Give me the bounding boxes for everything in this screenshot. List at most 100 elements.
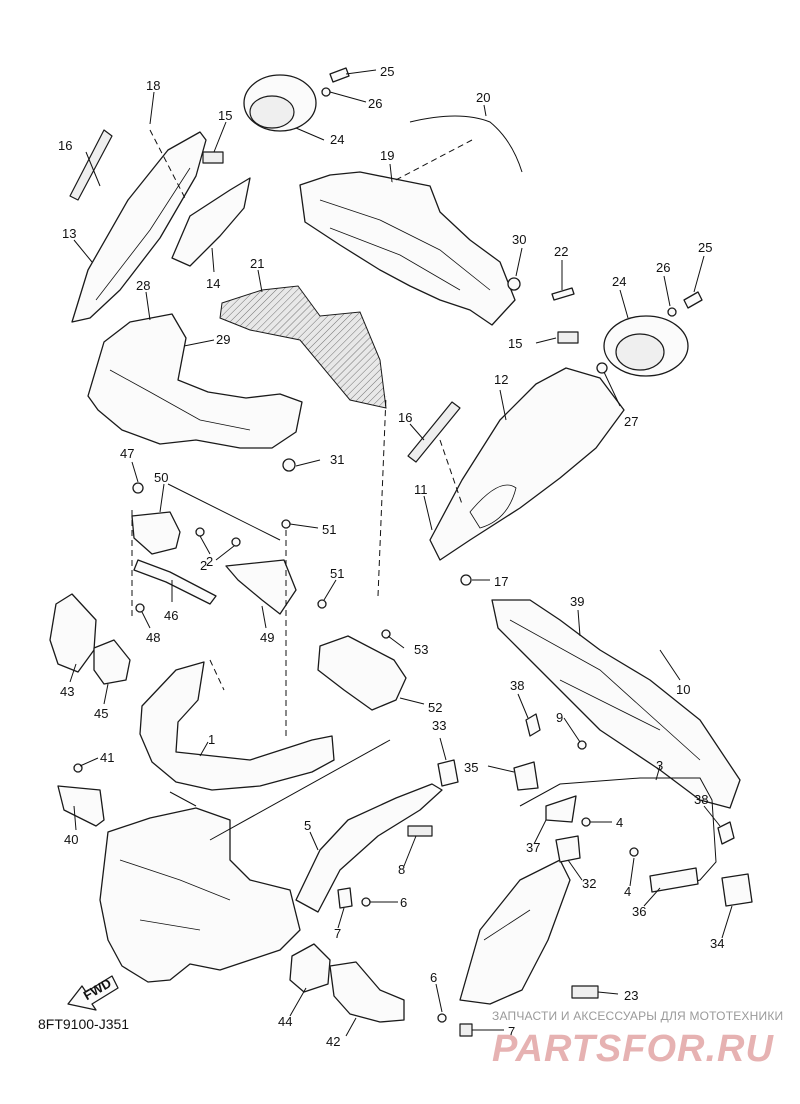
callout-48: 48 xyxy=(146,630,160,645)
part-51b-bolt xyxy=(317,599,327,609)
part-13-side-panel xyxy=(71,131,207,323)
part-47-bolt xyxy=(132,482,144,494)
drawing-code: 8FT9100-J351 xyxy=(38,1016,130,1032)
callout-4: 4 xyxy=(616,815,623,830)
part-shapes xyxy=(49,67,753,1037)
part-33-damper xyxy=(437,759,459,787)
callout-28: 28 xyxy=(136,278,150,293)
callout-25: 25 xyxy=(698,240,712,255)
callout-7: 7 xyxy=(334,926,341,941)
callout-15: 15 xyxy=(508,336,522,351)
callout-33: 33 xyxy=(432,718,446,733)
part-52-cover xyxy=(317,635,407,711)
callout-47: 47 xyxy=(120,446,134,461)
part-5-side-cover xyxy=(295,783,443,913)
callout-44: 44 xyxy=(278,1014,292,1029)
callout-49: 49 xyxy=(260,630,274,645)
part-38-damper xyxy=(525,713,541,737)
callout-5: 5 xyxy=(304,818,311,833)
part-30-bolt xyxy=(507,277,521,291)
callout-16: 16 xyxy=(398,410,412,425)
part-48-nut xyxy=(135,603,145,613)
callout-13: 13 xyxy=(62,226,76,241)
part-6b-screw xyxy=(437,1013,447,1023)
part-21-mesh-bracket xyxy=(219,285,387,409)
part-17-screw xyxy=(460,574,472,586)
callout-labels: 1 2 2 3 4 4 5 6 6 7 7 8 9 10 11 12 13 14… xyxy=(58,64,724,1049)
part-27-nut xyxy=(596,362,608,374)
callout-8: 8 xyxy=(398,862,405,877)
callout-45: 45 xyxy=(94,706,108,721)
part-44-cover xyxy=(289,943,331,993)
callout-38: 38 xyxy=(694,792,708,807)
callout-3: 3 xyxy=(656,758,663,773)
callout-6: 6 xyxy=(400,895,407,910)
part-1-lower-fairing xyxy=(139,661,335,791)
callout-41: 41 xyxy=(100,750,114,765)
callout-51: 51 xyxy=(322,522,336,537)
part-42-duct xyxy=(329,961,405,1023)
part-main-frame xyxy=(99,807,301,983)
callout-12: 12 xyxy=(494,372,508,387)
callout-42: 42 xyxy=(326,1034,340,1049)
callout-16: 16 xyxy=(58,138,72,153)
callout-15: 15 xyxy=(218,108,232,123)
callout-36: 36 xyxy=(632,904,646,919)
callout-37: 37 xyxy=(526,840,540,855)
callout-32: 32 xyxy=(582,876,596,891)
callout-40: 40 xyxy=(64,832,78,847)
part-36-bracket xyxy=(649,867,699,893)
callout-53: 53 xyxy=(414,642,428,657)
part-35-bracket xyxy=(513,761,539,791)
watermark-tagline: ЗАПЧАСТИ И АКСЕССУАРЫ ДЛЯ МОТОТЕХНИКИ xyxy=(492,1009,784,1023)
callout-11: 11 xyxy=(414,482,428,497)
part-39-lower-cowl xyxy=(491,599,741,809)
part-34-bracket xyxy=(721,873,753,907)
callout-6: 6 xyxy=(430,970,437,985)
callout-22: 22 xyxy=(554,244,568,259)
fwd-arrow-icon xyxy=(67,975,119,1011)
callout-34: 34 xyxy=(710,936,724,951)
part-51-bolt xyxy=(281,519,291,529)
part-9-grommet xyxy=(577,740,587,750)
callout-39: 39 xyxy=(570,594,584,609)
part-38b-damper xyxy=(717,821,735,845)
callout-23: 23 xyxy=(624,988,638,1003)
part-7-clip xyxy=(337,887,353,909)
leader-lines xyxy=(69,69,733,1037)
part-2b-bolt xyxy=(231,537,241,547)
part-23-pad xyxy=(571,985,599,999)
callout-17: 17 xyxy=(494,574,508,589)
callout-51: 51 xyxy=(330,566,344,581)
callout-27: 27 xyxy=(624,414,638,429)
part-26-washer xyxy=(321,87,331,97)
part-15-pad xyxy=(202,151,224,164)
part-37-bracket xyxy=(545,795,577,823)
callout-26: 26 xyxy=(368,96,382,111)
part-40-bracket xyxy=(57,785,105,827)
callout-10: 10 xyxy=(676,682,690,697)
callout-25: 25 xyxy=(380,64,394,79)
callout-24: 24 xyxy=(330,132,344,147)
callout-2: 2 xyxy=(206,554,213,569)
part-14-cover xyxy=(171,177,251,267)
part-12-right-cowl xyxy=(429,367,625,561)
part-2-bolt xyxy=(195,527,205,537)
callout-18: 18 xyxy=(146,78,160,93)
callout-4: 4 xyxy=(624,884,631,899)
callout-19: 19 xyxy=(380,148,394,163)
part-20-wire xyxy=(409,115,523,173)
part-49-bracket xyxy=(225,559,297,615)
callout-9: 9 xyxy=(556,710,563,725)
part-50-bracket xyxy=(131,511,181,555)
part-15-pad-right xyxy=(557,331,579,344)
callout-52: 52 xyxy=(428,700,442,715)
part-28-inner-panel xyxy=(87,313,303,449)
part-45-bracket xyxy=(93,639,131,685)
part-19-inner-frame xyxy=(299,171,516,326)
part-25-bolt-right xyxy=(683,291,703,309)
callout-2: 2 xyxy=(200,558,207,573)
part-26-washer-right xyxy=(667,307,677,317)
callout-20: 20 xyxy=(476,90,490,105)
part-4-bolt xyxy=(581,817,591,827)
